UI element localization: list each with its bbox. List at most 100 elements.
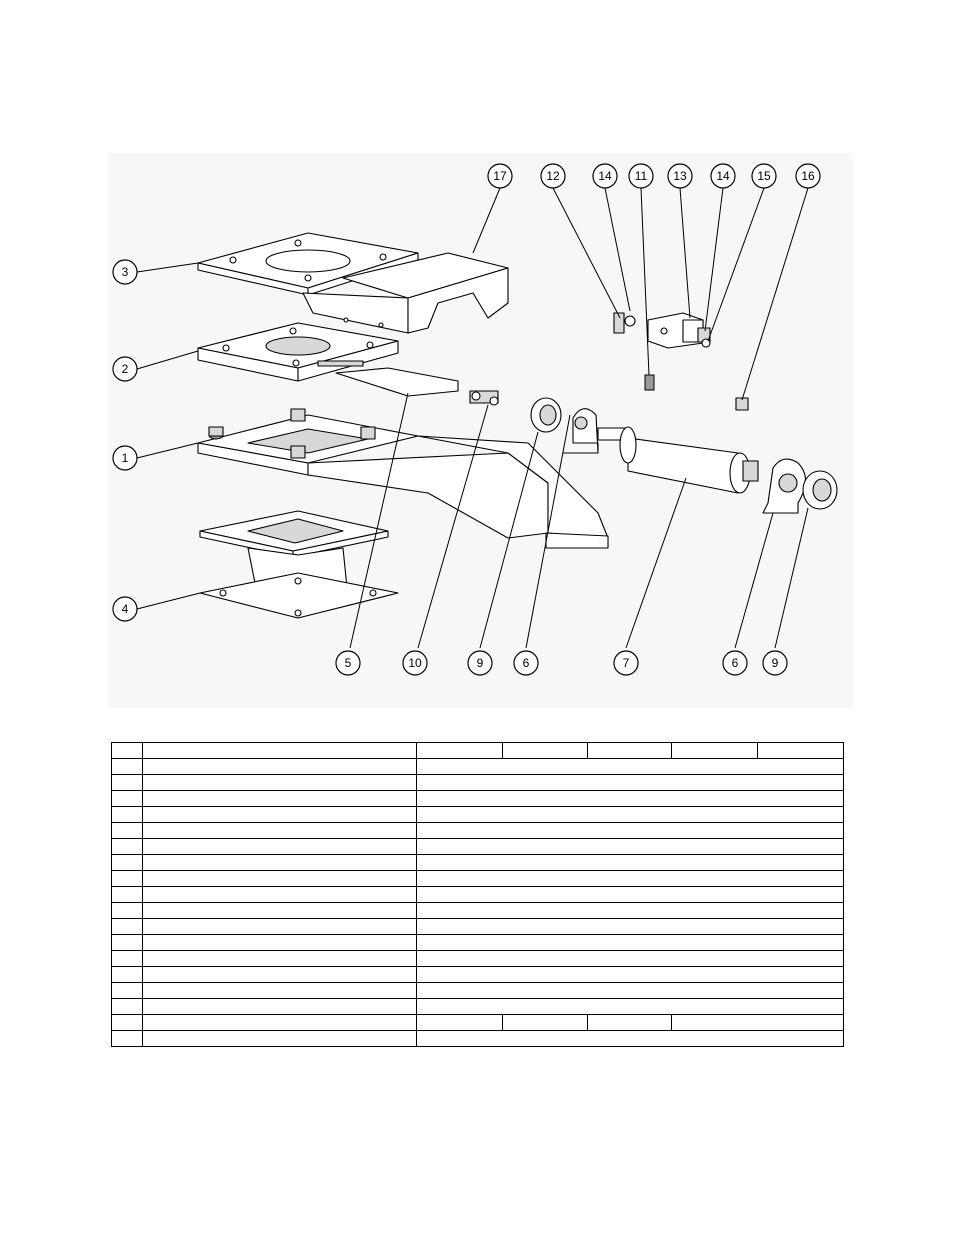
description-cell (142, 790, 417, 807)
description-cell (142, 758, 417, 775)
callout-6b-label: 6 (732, 656, 739, 670)
parts-table-row (111, 774, 844, 791)
parts-table-row (111, 902, 844, 919)
part-number-cell (416, 886, 844, 903)
item-number-cell (111, 982, 143, 999)
parts-table-row (111, 838, 844, 855)
callout-5-label: 5 (345, 656, 352, 670)
item-number-cell (111, 1014, 143, 1031)
model-column-cell (587, 1014, 672, 1031)
description-cell (142, 838, 417, 855)
callout-5: 5 (335, 650, 361, 676)
parts-table-row (111, 790, 844, 807)
part-number-cell (416, 822, 844, 839)
part-1-lever-arm (197, 408, 609, 549)
callout-11: 11 (628, 163, 654, 189)
model-column-cell (671, 1014, 844, 1031)
part-number-cell (416, 838, 844, 855)
callout-7: 7 (613, 650, 639, 676)
item-number-cell (111, 998, 143, 1015)
callout-12: 12 (540, 163, 566, 189)
description-cell (142, 1014, 417, 1031)
parts-table-row (111, 966, 844, 983)
item-number-cell (111, 822, 143, 839)
parts-table-row (111, 742, 844, 759)
callout-12-label: 12 (546, 169, 560, 183)
callout-14a: 14 (592, 163, 618, 189)
item-number-cell (111, 774, 143, 791)
part-number-cell (416, 774, 844, 791)
callout-17-label: 17 (493, 169, 507, 183)
parts-table-row (111, 1014, 844, 1031)
callout-9b: 9 (762, 650, 788, 676)
exploded-assembly-drawing: 1 2 3 4 5 6 6 7 9 9 10 11 12 13 14 14 15… (108, 153, 853, 708)
part-number-cell (416, 966, 844, 983)
model-column-cell (671, 742, 758, 759)
callout-16-label: 16 (801, 169, 815, 183)
callout-16: 16 (795, 163, 821, 189)
item-number-cell (111, 742, 143, 759)
part-9-nut-left (530, 397, 562, 433)
callout-17: 17 (487, 163, 513, 189)
description-cell (142, 886, 417, 903)
callout-9b-label: 9 (772, 656, 779, 670)
part-17-cover (302, 252, 509, 334)
callout-2: 2 (112, 356, 138, 382)
part-6-clevis-right (762, 458, 807, 514)
callout-9a-label: 9 (477, 656, 484, 670)
parts-table-row (111, 982, 844, 999)
item-number-cell (111, 950, 143, 967)
callout-6a: 6 (513, 650, 539, 676)
callout-14b: 14 (710, 163, 736, 189)
item-number-cell (111, 918, 143, 935)
part-number-cell (416, 758, 844, 775)
parts-table-row (111, 1030, 844, 1047)
parts-table-row (111, 950, 844, 967)
part-5-slide-plate (335, 367, 459, 397)
item-number-cell (111, 966, 143, 983)
part-number-cell (416, 982, 844, 999)
description-cell (142, 854, 417, 871)
item-number-cell (111, 790, 143, 807)
callout-13-label: 13 (673, 169, 687, 183)
description-cell (142, 982, 417, 999)
description-cell (142, 774, 417, 791)
part-number-cell (416, 790, 844, 807)
description-cell (142, 1030, 417, 1047)
callout-14a-label: 14 (598, 169, 612, 183)
callout-4-label: 4 (122, 602, 129, 616)
description-cell (142, 870, 417, 887)
callout-1-label: 1 (122, 451, 129, 465)
model-column-cell (757, 742, 844, 759)
parts-table-row (111, 918, 844, 935)
part-7-cylinder (597, 426, 759, 494)
callout-10-label: 10 (408, 656, 422, 670)
parts-table-row (111, 854, 844, 871)
leader-lines (136, 187, 809, 649)
item-number-cell (111, 838, 143, 855)
callout-3-label: 3 (122, 265, 129, 279)
part-number-cell (416, 934, 844, 951)
part-12-fitting (613, 312, 636, 334)
callout-14b-label: 14 (716, 169, 730, 183)
model-column-cell (416, 742, 503, 759)
part-number-cell (416, 854, 844, 871)
item-number-cell (111, 1030, 143, 1047)
callout-11-label: 11 (635, 169, 648, 183)
callout-10: 10 (402, 650, 428, 676)
parts-table-row (111, 806, 844, 823)
part-number-cell (416, 806, 844, 823)
item-number-cell (111, 758, 143, 775)
description-cell (142, 918, 417, 935)
part-10-pin (469, 390, 499, 406)
part-number-cell (416, 1030, 844, 1047)
callout-9a: 9 (467, 650, 493, 676)
model-column-cell (502, 742, 588, 759)
parts-table-row (111, 870, 844, 887)
item-number-cell (111, 870, 143, 887)
part-16-breather (735, 397, 749, 411)
parts-table-row (111, 758, 844, 775)
description-cell (142, 902, 417, 919)
item-number-cell (111, 902, 143, 919)
part-4-base-stand (199, 510, 399, 619)
